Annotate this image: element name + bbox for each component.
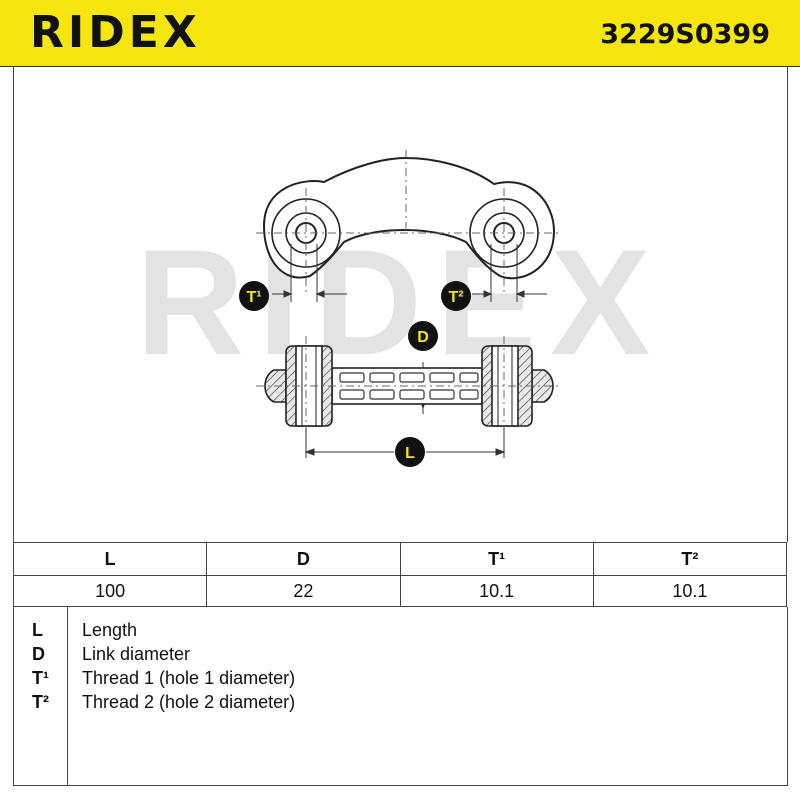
callout-t1: T¹ (239, 281, 269, 311)
brand-logo: RIDEX (30, 7, 201, 58)
spec-header-t2: T² (592, 542, 788, 576)
callout-d: D (408, 321, 438, 351)
callout-l-label: L (405, 445, 415, 462)
drawing-area: RIDEX (13, 66, 788, 542)
t1-dimension (272, 244, 347, 302)
spec-header-row: L D T¹ T² (12, 542, 788, 576)
callout-l: L (395, 437, 425, 467)
spec-value-t1: 10.1 (399, 575, 594, 607)
rod-segments (339, 372, 479, 400)
callout-d-label: D (417, 329, 429, 346)
link-side-view (264, 345, 554, 427)
legend-symbol: T¹ (32, 668, 49, 688)
t2-dimension (472, 244, 547, 302)
spec-value-t2: 10.1 (592, 575, 788, 607)
callout-t2-label: T² (448, 289, 463, 306)
spec-header-t1: T¹ (399, 542, 594, 576)
legend: L Length D Link diameter T¹ Thread 1 (ho… (13, 607, 788, 786)
header-bar: RIDEX 3229S0399 (0, 0, 800, 67)
watermark: RIDEX (136, 218, 664, 386)
legend-description: Thread 1 (hole 1 diameter) (82, 668, 296, 688)
legend-description: Link diameter (82, 644, 191, 664)
center-lines-side (256, 336, 562, 461)
spec-table: L D T¹ T² 100 22 10.1 10.1 (12, 542, 788, 607)
center-lines-top (256, 150, 562, 296)
legend-divider (67, 607, 68, 785)
legend-description: Length (82, 620, 138, 640)
callout-t1-label: T¹ (246, 289, 261, 306)
part-number: 3229S0399 (600, 19, 770, 50)
legend-symbol: D (32, 644, 45, 664)
spec-value-l: 100 (12, 575, 208, 607)
l-dimension (304, 428, 506, 458)
legend-symbol: T² (32, 692, 49, 712)
technical-drawing: RIDEX (136, 150, 664, 467)
legend-description: Thread 2 (hole 2 diameter) (82, 692, 296, 712)
spec-value-d: 22 (206, 575, 401, 607)
spec-header-d: D (206, 542, 401, 576)
legend-symbol: L (32, 620, 43, 640)
spec-value-row: 100 22 10.1 10.1 (12, 575, 788, 607)
callout-t2: T² (441, 281, 471, 311)
spec-header-l: L (12, 542, 208, 576)
